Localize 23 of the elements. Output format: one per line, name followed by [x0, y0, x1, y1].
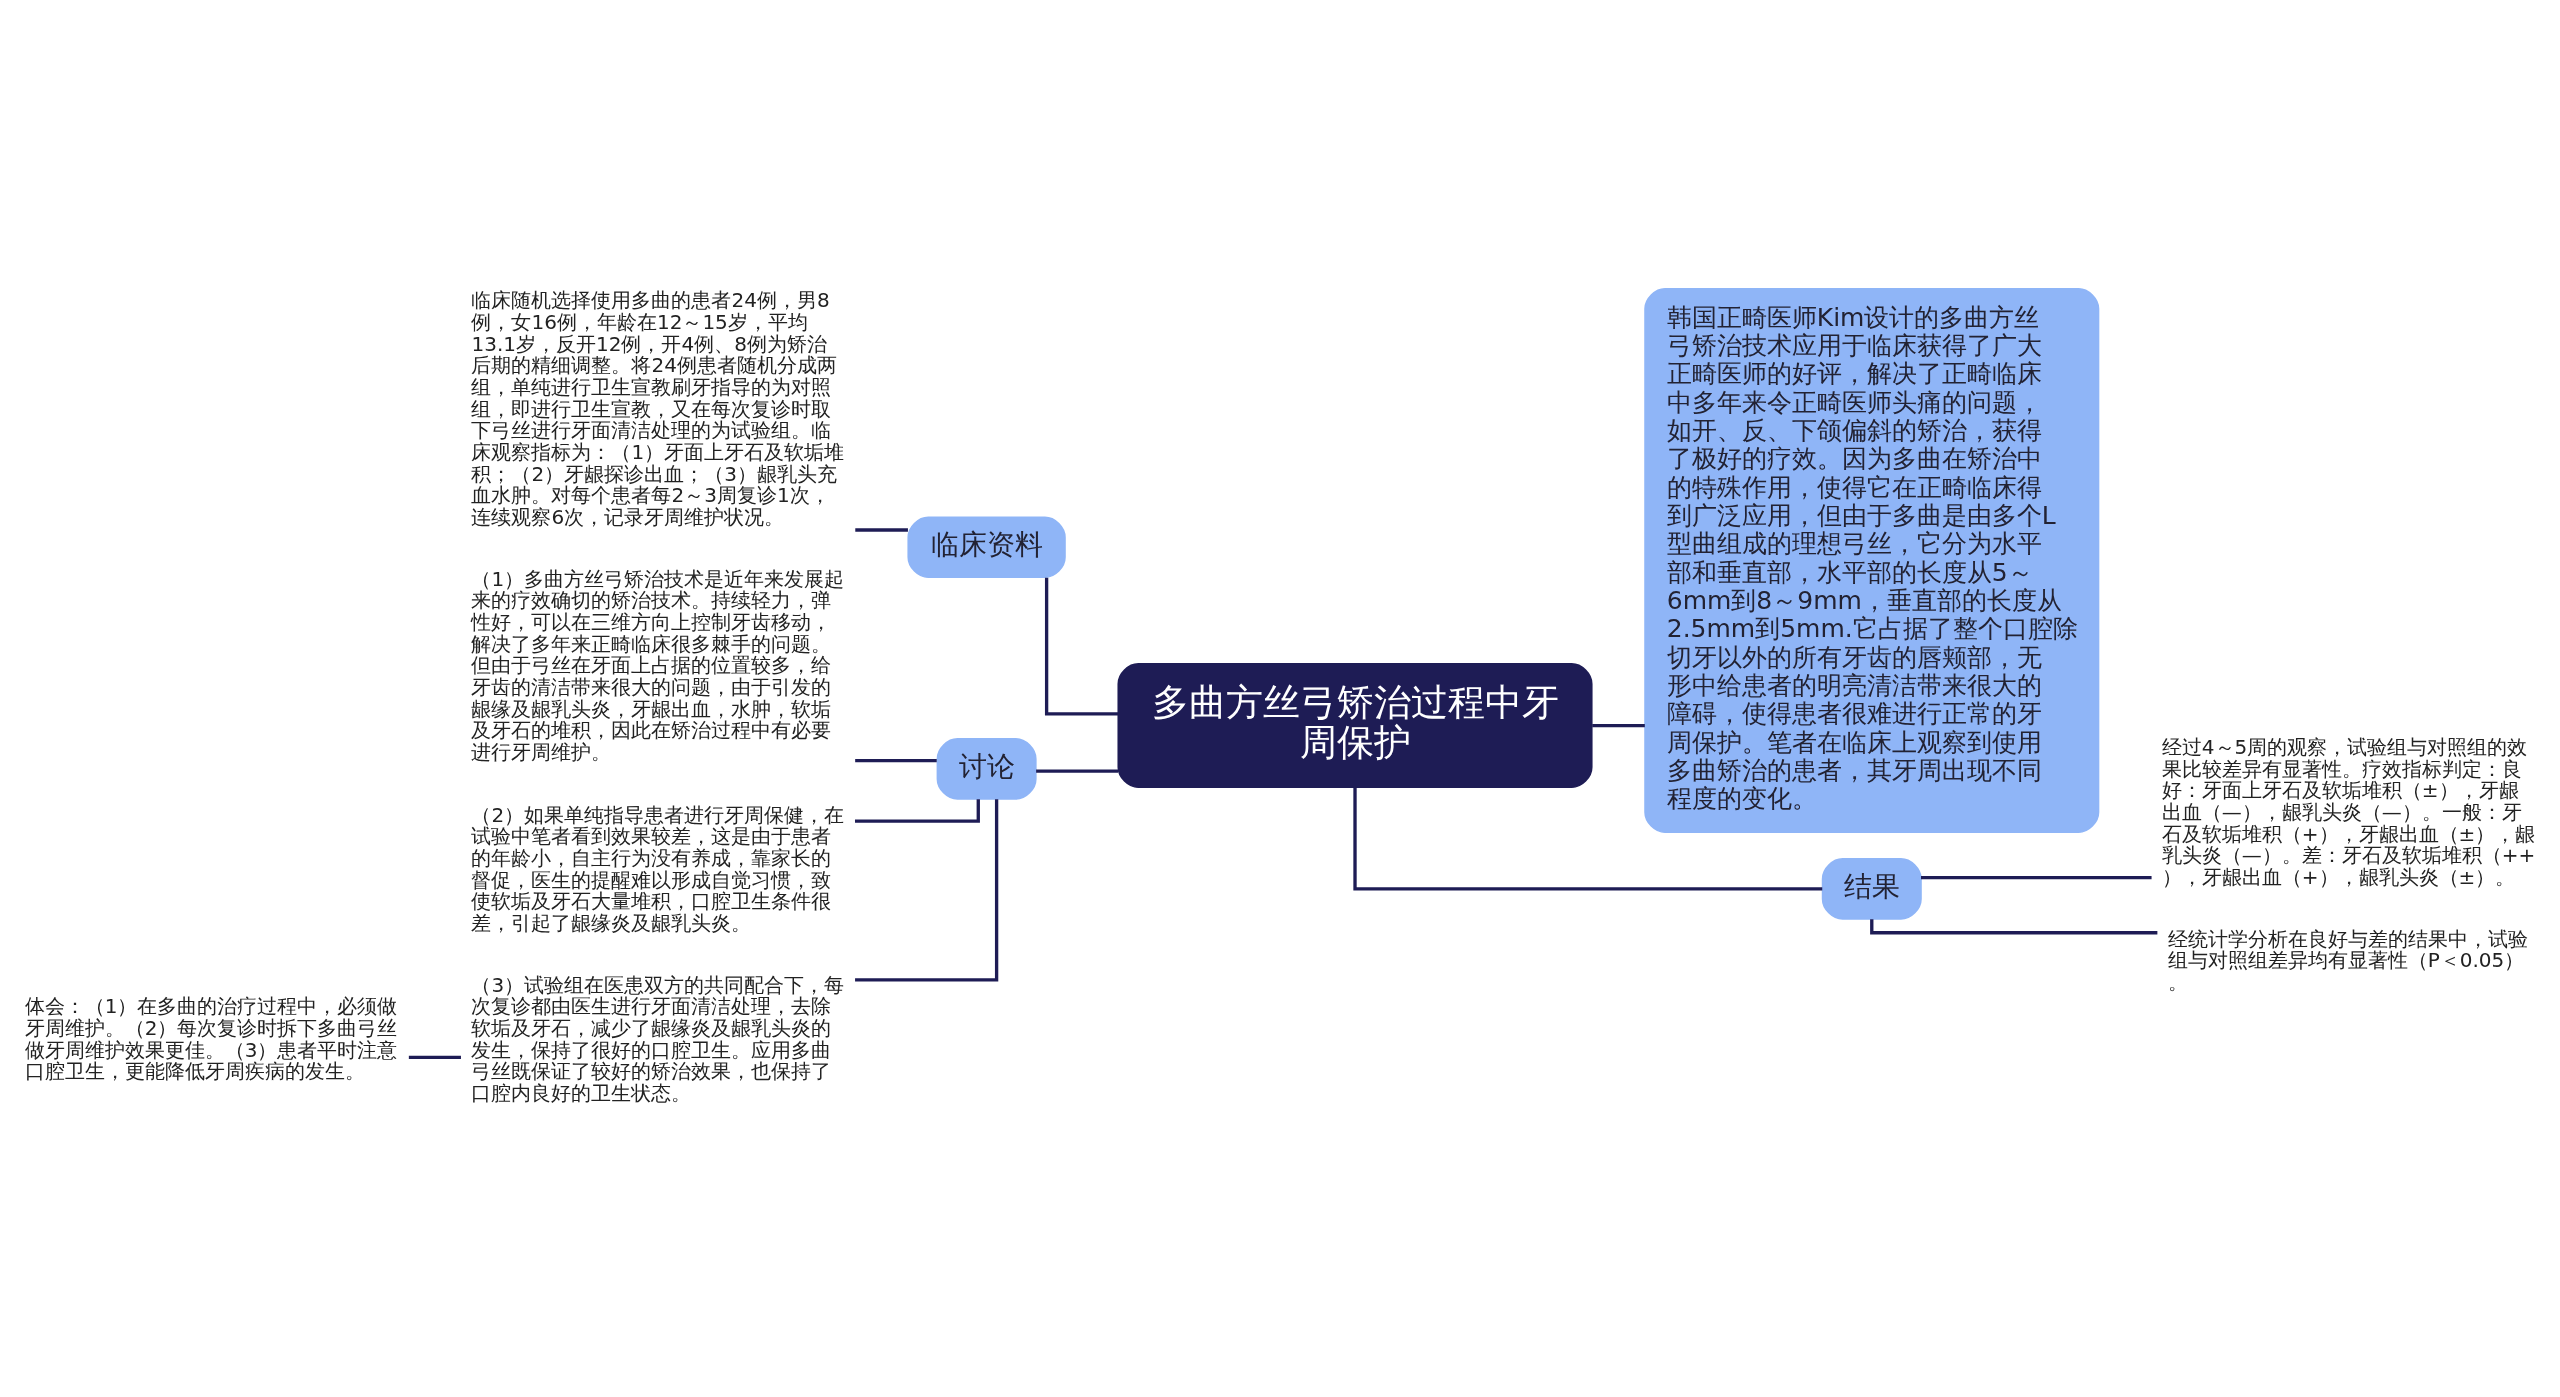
node-box: 结果 [1821, 858, 1922, 920]
node-text: （2）如果单纯指导患者进行牙周保健，在试验中笔者看到效果较差，这是由于患者的年龄小，自主行为没有养成，靠家长的督促，医生的提醒难以形成自觉习惯，致使软垢及牙石大量堆积，口腔卫生条件很差，引起了龈缘炎及龈乳头炎。 [471, 802, 845, 935]
connector [855, 799, 980, 823]
node-text: 经统计学分析在良好与差的结果中，试验组与对照组差异均有显著性（P＜0.05）。 [2167, 926, 2528, 995]
connector [1353, 787, 1823, 891]
node-text: （3）试验组在医患双方的共同配合下，每次复诊都由医生进行牙面清洁处理，去除软垢及牙石，减少了龈缘炎及龈乳头炎的发生，保持了很好的口腔卫生。应用多曲弓丝既保证了较好的矫治效果，也保持了口腔内良好的卫生状态。 [471, 972, 845, 1105]
connector [1921, 876, 2152, 880]
node-text: 临床随机选择使用多曲的患者24例，男8例，女16例，年龄在12～15岁，平均13.1岁，反开12例，开4例、8例为矫治后期的精细调整。将24例患者随机分成两组，单纯进行卫生宣教刷牙指导的为对照组，即进行卫生宣教，又在每次复诊时取下弓丝进行牙面清洁处理的为试验组。临床观察指标为：（1）牙面上牙石及软垢堆积；（2）牙龈探诊出血；（3）龈乳头充血水肿。对每个患者每2～3周复诊1次，连续观察6次，记录牙周维护状况。 [471, 288, 845, 530]
connector [855, 799, 999, 982]
connector [1870, 919, 2158, 935]
connector [855, 758, 937, 763]
node-box: 韩国正畸医师Kim设计的多曲方丝弓矫治技术应用于临床获得了广大正畸医师的好评，解决了正畸临床中多年来令正畸医师头痛的问题，如开、反、下颌偏斜的矫治，获得了极好的疗效。因为多曲在矫治中的特殊作用，使得它在正畸临床得到广泛应用，但由于多曲是由多个L型曲组成的理想弓丝，它分为水平部和垂直部，水平部的长度从5～6mm到8～9mm，垂直部的长度从2.5mm到5mm.它占据了整个口腔除切牙以外的所有牙齿的唇颊部，无形中给患者的明亮清洁带来很大的障碍，使得患者很难进行正常的牙周保护。笔者在临床上观察到使用多曲矫治的患者，其牙周出现不同程度的变化。 [1644, 288, 2100, 834]
node-box: 临床资料 [907, 516, 1066, 579]
node-text: 经过4～5周的观察，试验组与对照组的效果比较差异有显著性。疗效指标判定：良好：牙面上牙石及软垢堆积（±），牙龈出血（—），龈乳头炎（—）。一般：牙石及软垢堆积（+），牙龈出血（±），龈乳头炎（—）。差：牙石及软垢堆积（++），牙龈出血（+），龈乳头炎（±）。 [2161, 735, 2536, 890]
connector [855, 528, 908, 532]
connector [1592, 723, 1645, 728]
connector [1044, 577, 1119, 716]
node-box: 多曲方丝弓矫治过程中牙周保护 [1117, 663, 1593, 789]
node-text: 体会：（1）在多曲的治疗过程中，必须做牙周维护。（2）每次复诊时拆下多曲弓丝做牙周维护效果更佳。（3）患者平时注意口腔卫生，更能降低牙周疾病的发生。 [24, 994, 398, 1084]
node-box: 讨论 [936, 738, 1037, 800]
connector [408, 1055, 461, 1059]
connector [1036, 769, 1119, 773]
node-text: （1）多曲方丝弓矫治技术是近年来发展起来的疗效确切的矫治技术。持续轻力，弹性好，可以在三维方向上控制牙齿移动，解决了多年来正畸临床很多棘手的问题。但由于弓丝在牙面上占据的位置较多，给牙齿的清洁带来很大的问题，由于引发的龈缘及龈乳头炎，牙龈出血，水肿，软垢及牙石的堆积，因此在矫治过程中有必要进行牙周维护。 [471, 566, 845, 765]
